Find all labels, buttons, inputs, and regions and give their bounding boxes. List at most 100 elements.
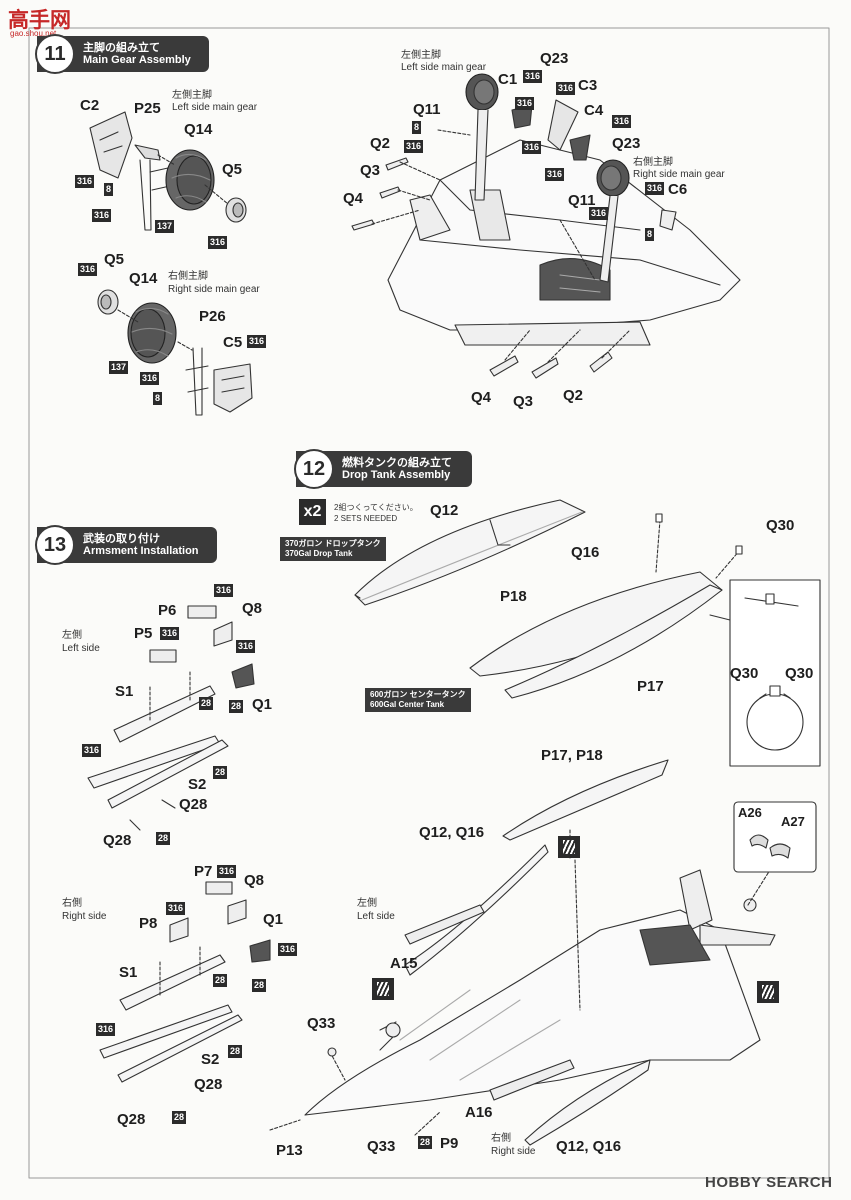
- paint-code-316: 316: [82, 744, 102, 757]
- part-label-q23: Q23: [540, 50, 569, 67]
- paint-code-8: 8: [645, 228, 655, 241]
- paint-code-8: 8: [153, 392, 163, 405]
- part-label-a16: A16: [465, 1104, 493, 1121]
- right-side-caption-jp: 右側: [62, 898, 82, 909]
- part-label-s2-2: S2: [201, 1051, 220, 1068]
- part-label-p13: P13: [276, 1142, 303, 1159]
- paint-code-316: 316: [278, 943, 298, 956]
- part-label-q16: Q16: [571, 544, 600, 561]
- site-logo[interactable]: 高手网: [8, 9, 71, 32]
- right-side-caption-en: Right side: [62, 911, 107, 922]
- paint-code-137: 137: [109, 361, 129, 374]
- paint-code-28: 28: [252, 979, 267, 992]
- left-gear-caption-en: Left side main gear: [172, 102, 258, 113]
- aircraft-right-caption-jp: 右側: [491, 1133, 511, 1144]
- aircraft-right-caption-en: Right side: [491, 1146, 536, 1157]
- part-label-q30-right: Q30: [785, 665, 814, 682]
- tank-370-label-en: 370Gal Drop Tank: [285, 549, 353, 558]
- part-label-q1-2: Q1: [263, 911, 284, 928]
- drop-tank-370-drawing: [354, 499, 586, 606]
- aircraft-underside-drawing: [269, 759, 817, 1146]
- part-label-c6: C6: [668, 181, 688, 198]
- part-label-q3: Q3: [360, 162, 381, 179]
- paint-code-316: 316: [208, 236, 228, 249]
- right-gear-caption-jp: 右側主脚: [168, 271, 208, 282]
- part-label-c3: C3: [578, 77, 598, 94]
- paint-code-28: 28: [172, 1111, 187, 1124]
- paint-code-28: 28: [213, 766, 228, 779]
- left-side-caption-en: Left side: [62, 643, 100, 654]
- paint-code-316: 316: [247, 335, 267, 348]
- part-label-a15: A15: [390, 955, 418, 972]
- sets-multiplier: x2: [299, 499, 326, 525]
- paint-code-316: 316: [92, 209, 112, 222]
- sets-needed-en: 2 SETS NEEDED: [334, 514, 398, 523]
- paint-code-8: 8: [412, 121, 422, 134]
- paint-code-28: 28: [418, 1136, 433, 1149]
- paint-code-316: 316: [214, 584, 234, 597]
- paint-code-316: 316: [515, 97, 535, 110]
- part-label-c2: C2: [80, 97, 100, 114]
- paint-code-28: 28: [199, 697, 214, 710]
- step-12-title-jp: 燃料タンクの組み立て: [342, 457, 452, 469]
- paint-code-316: 316: [545, 168, 565, 181]
- part-label-q28: Q28: [179, 796, 208, 813]
- tank-600-label-jp: 600ガロン センタータンク: [370, 690, 466, 699]
- site-logo-subtitle: gao.shou.net: [10, 29, 57, 38]
- step-13-number: 13: [35, 525, 75, 565]
- part-label-a27: A27: [781, 814, 805, 829]
- part-label-q8-2: Q8: [244, 872, 265, 889]
- part-label-p18: P18: [500, 588, 527, 605]
- part-label-c4: C4: [584, 102, 604, 119]
- paint-code-8: 8: [104, 183, 114, 196]
- part-label-q28-2: Q28: [103, 832, 132, 849]
- aircraft-left-caption-en: Left side: [357, 911, 395, 922]
- part-label-q2: Q2: [370, 135, 391, 152]
- paint-code-316: 316: [556, 82, 576, 95]
- part-label-p17: P17: [637, 678, 664, 695]
- step-11-header: 11 主脚の組み立て Main Gear Assembly: [35, 34, 209, 74]
- left-side-caption-jp: 左側: [62, 630, 82, 641]
- part-label-q2-2: Q2: [563, 387, 584, 404]
- left-gear-caption-en-2: Left side main gear: [401, 62, 487, 73]
- part-label-q28-4: Q28: [117, 1111, 146, 1128]
- paint-pattern-marker: [558, 836, 580, 858]
- step-12-header: 12 燃料タンクの組み立て Drop Tank Assembly: [294, 449, 472, 489]
- paint-code-316: 316: [140, 372, 160, 385]
- drop-tank-600-drawing: [469, 513, 743, 699]
- paint-code-316: 316: [217, 865, 237, 878]
- paint-code-316: 316: [78, 263, 98, 276]
- part-label-q12: Q12: [430, 502, 459, 519]
- right-pylon-drawing: [99, 881, 271, 1083]
- aircraft-left-caption-jp: 左側: [357, 898, 377, 909]
- part-label-p6: P6: [158, 602, 177, 619]
- paint-code-316: 316: [645, 182, 665, 195]
- part-label-s1: S1: [115, 683, 134, 700]
- step-13-header: 13 武装の取り付け Armsment Installation: [35, 525, 217, 565]
- paint-code-316: 316: [75, 175, 95, 188]
- part-label-q1: Q1: [252, 696, 273, 713]
- part-label-q30-left: Q30: [730, 665, 759, 682]
- step-13-title-jp: 武装の取り付け: [83, 533, 160, 545]
- paint-pattern-marker: [372, 978, 394, 1000]
- paint-code-316: 316: [236, 640, 256, 653]
- right-gear-caption-en: Right side main gear: [168, 284, 260, 295]
- part-label-q5: Q5: [222, 161, 243, 178]
- paint-code-316: 316: [166, 902, 186, 915]
- paint-code-28: 28: [156, 832, 171, 845]
- part-label-q33: Q33: [307, 1015, 336, 1032]
- paint-code-316: 316: [404, 140, 424, 153]
- sets-needed-jp: 2組つくってください。: [334, 503, 418, 512]
- part-label-q12-q16-2: Q12, Q16: [556, 1138, 622, 1155]
- part-label-p7: P7: [194, 863, 213, 880]
- part-label-q4-2: Q4: [471, 389, 492, 406]
- paint-code-316: 316: [612, 115, 632, 128]
- paint-code-137: 137: [155, 220, 175, 233]
- part-label-s1-2: S1: [119, 964, 138, 981]
- part-label-p5: P5: [134, 625, 153, 642]
- step-11-number: 11: [35, 34, 75, 74]
- paint-code-316: 316: [589, 207, 609, 220]
- step-11-title-jp: 主脚の組み立て: [83, 42, 160, 54]
- tank-370-label-jp: 370ガロン ドロップタンク: [285, 539, 381, 548]
